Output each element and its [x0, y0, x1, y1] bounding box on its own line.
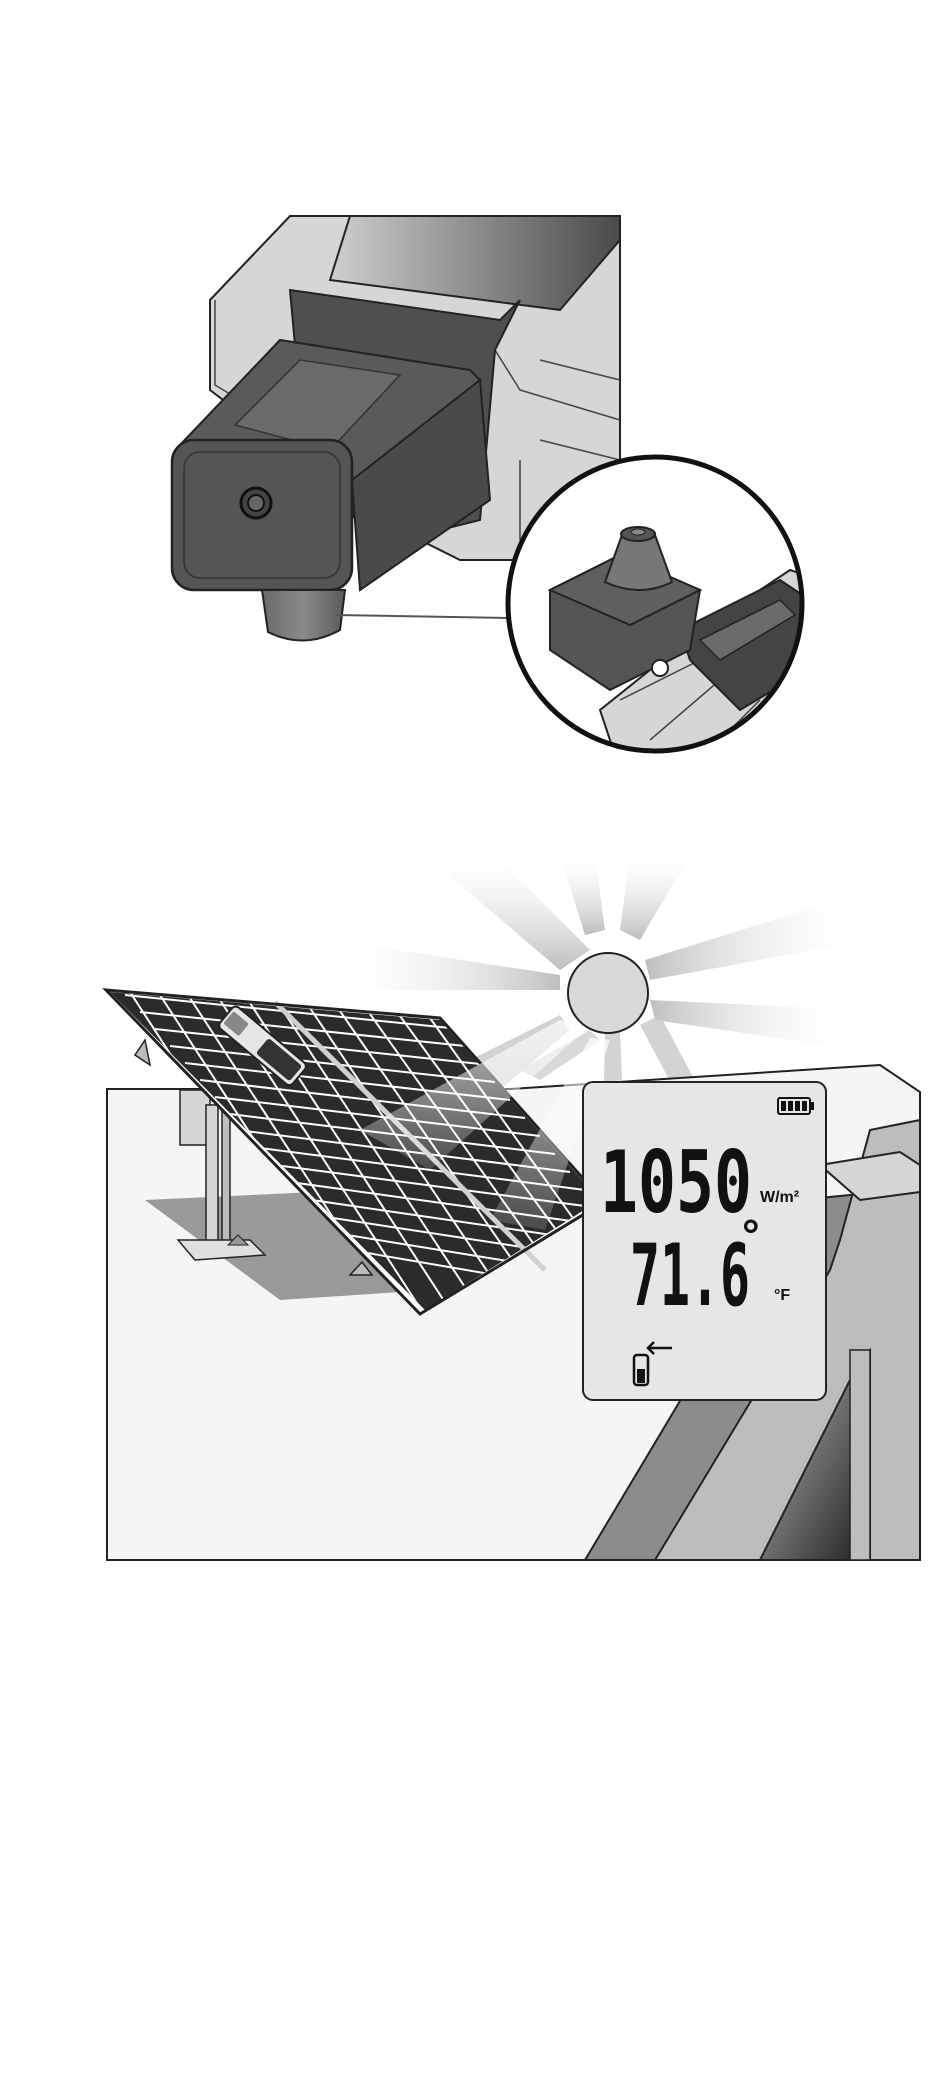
temperature-reading: 71.6 [630, 1226, 750, 1326]
solar-panel-illustration: 1050 W/m² 71.6 ° °F [0, 800, 950, 1600]
device-sensor-illustration [0, 0, 950, 800]
solar-panel-drawing: 1050 W/m² 71.6 ° °F [0, 800, 950, 1600]
callout-leader-line [335, 615, 510, 618]
temperature-cone-sensor [262, 590, 345, 641]
irradiance-unit: W/m² [760, 1189, 799, 1206]
temperature-unit: °F [774, 1287, 790, 1304]
irradiance-reading: 1050 [600, 1133, 752, 1233]
device-sensor-drawing [0, 0, 950, 800]
temperature-degree-symbol: ° [742, 1211, 760, 1260]
meter-lcd-display: 1050 W/m² 71.6 ° °F [583, 1082, 826, 1400]
sun-icon [568, 953, 648, 1033]
